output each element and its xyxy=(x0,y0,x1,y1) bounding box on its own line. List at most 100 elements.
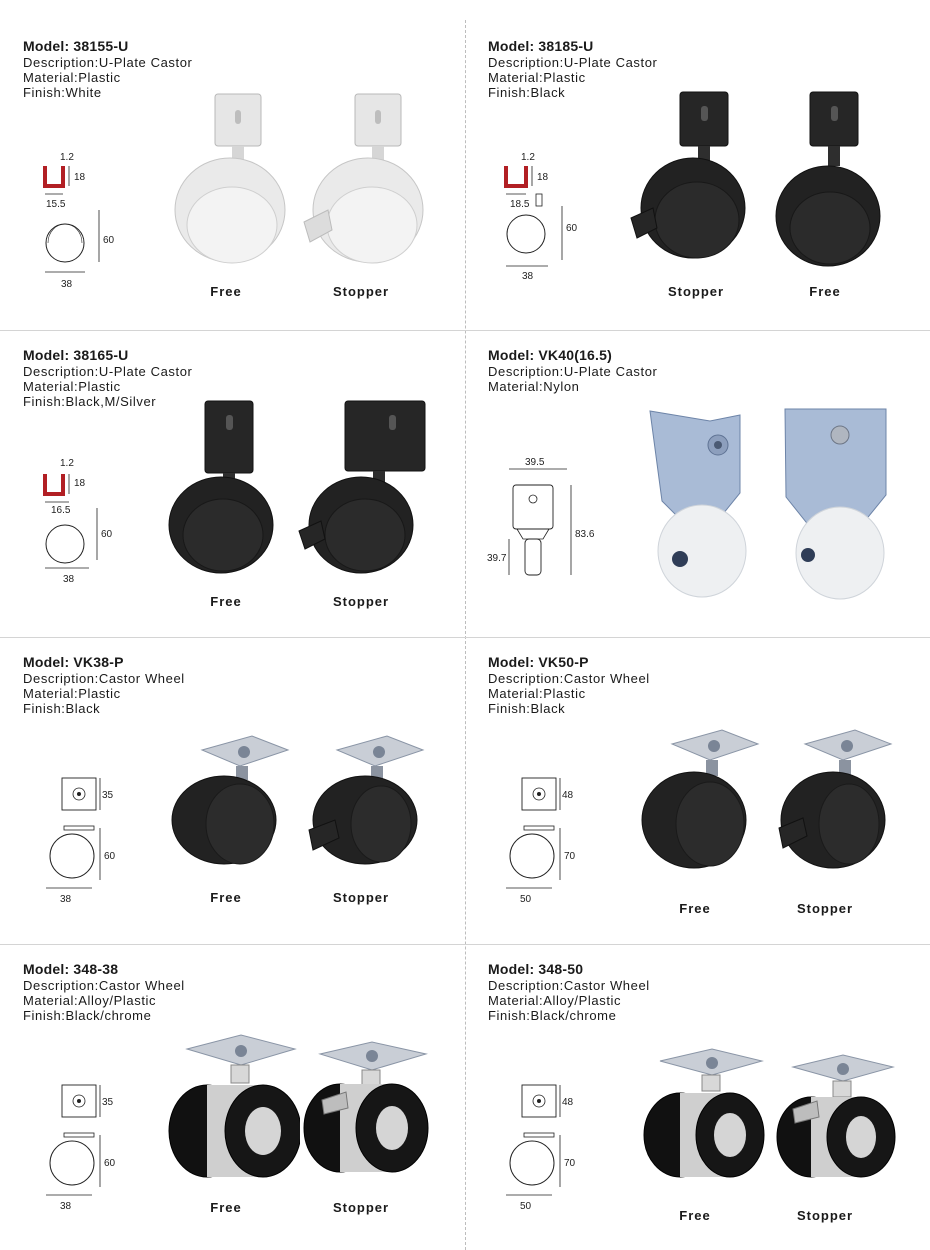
material: Material:Plastic xyxy=(488,686,586,701)
description: Description:Castor Wheel xyxy=(23,671,185,686)
product-card-38165-u: Model: 38165-U Description:U-Plate Casto… xyxy=(0,331,465,637)
dim-top: 1.2 xyxy=(60,458,74,469)
castor-photo-stopper xyxy=(300,1040,430,1190)
caption-right: Stopper xyxy=(332,890,390,905)
model-title: Model: VK50-P xyxy=(488,654,589,670)
dimension-drawing: 1.2 18 18.5 60 38 xyxy=(500,148,590,286)
dim-u-height: 18 xyxy=(74,172,86,183)
dim-width: 38 xyxy=(60,1201,72,1212)
dim-width: 38 xyxy=(522,271,534,282)
material: Material:Nylon xyxy=(488,379,580,394)
model-title: Model: 348-50 xyxy=(488,961,584,977)
product-card-38155-u: Model: 38155-U Description:U-Plate Casto… xyxy=(0,0,465,330)
dim-u-width: 15.5 xyxy=(46,199,66,210)
castor-photo-stopper xyxy=(305,734,430,869)
product-card-vk38-p: Model: VK38-P Description:Castor Wheel M… xyxy=(0,638,465,944)
caption-left: Free xyxy=(679,1208,711,1223)
finish: Finish:Black/chrome xyxy=(23,1008,152,1023)
castor-photo-free xyxy=(170,90,295,270)
finish: Finish:Black,M/Silver xyxy=(23,394,157,409)
product-info: Model: VK50-P Description:Castor Wheel M… xyxy=(488,654,650,716)
row-divider xyxy=(0,637,930,638)
material: Material:Plastic xyxy=(23,379,121,394)
caption-right: Stopper xyxy=(796,1208,854,1223)
description: Description:U-Plate Castor xyxy=(23,55,193,70)
castor-photo-stopper xyxy=(295,397,430,577)
finish: Finish:Black/chrome xyxy=(488,1008,617,1023)
dim-u-height: 18 xyxy=(74,478,86,489)
dim-low: 39.7 xyxy=(487,553,507,564)
description: Description:Castor Wheel xyxy=(488,671,650,686)
product-info: Model: VK38-P Description:Castor Wheel M… xyxy=(23,654,185,716)
dim-u-width: 18.5 xyxy=(510,199,530,210)
dim-height: 60 xyxy=(104,851,116,862)
caption-left: Free xyxy=(210,284,242,299)
dim-width: 50 xyxy=(520,1201,532,1212)
castor-photo-2 xyxy=(780,403,895,603)
dimension-drawing: 1.2 18 16.5 60 38 xyxy=(35,456,125,594)
row-divider xyxy=(0,944,930,945)
castor-photo-free xyxy=(165,397,285,577)
product-card-348-50: Model: 348-50 Description:Castor Wheel M… xyxy=(465,945,930,1250)
product-info: Model: 38155-U Description:U-Plate Casto… xyxy=(23,38,193,100)
dim-height: 70 xyxy=(564,1158,576,1169)
description: Description:U-Plate Castor xyxy=(488,55,658,70)
model-title: Model: 38185-U xyxy=(488,38,594,54)
dimension-drawing: 35 60 38 xyxy=(40,1083,130,1216)
product-info: Model: VK40(16.5) Description:U-Plate Ca… xyxy=(488,347,658,394)
model-title: Model: 38165-U xyxy=(23,347,129,363)
dimension-drawing: 35 60 38 xyxy=(40,776,130,909)
dim-height: 60 xyxy=(101,529,113,540)
dim-plate: 48 xyxy=(562,1097,574,1108)
description: Description:U-Plate Castor xyxy=(23,364,193,379)
material: Material:Alloy/Plastic xyxy=(23,993,157,1008)
product-card-vk40: Model: VK40(16.5) Description:U-Plate Ca… xyxy=(465,331,930,637)
product-info: Model: 348-38 Description:Castor Wheel M… xyxy=(23,961,185,1023)
product-info: Model: 348-50 Description:Castor Wheel M… xyxy=(488,961,650,1023)
dim-width: 38 xyxy=(63,574,75,585)
dim-width: 38 xyxy=(61,279,73,290)
material: Material:Plastic xyxy=(23,70,121,85)
caption-right: Free xyxy=(809,284,841,299)
dim-width: 50 xyxy=(520,894,532,905)
material: Material:Alloy/Plastic xyxy=(488,993,622,1008)
dim-plate: 35 xyxy=(102,790,114,801)
description: Description:Castor Wheel xyxy=(23,978,185,993)
finish: Finish:Black xyxy=(488,85,566,100)
castor-photo-stopper xyxy=(775,728,895,873)
finish: Finish:Black xyxy=(488,701,566,716)
product-card-348-38: Model: 348-38 Description:Castor Wheel M… xyxy=(0,945,465,1250)
dim-width: 39.5 xyxy=(525,457,545,468)
caption-right: Stopper xyxy=(332,284,390,299)
caption-right: Stopper xyxy=(796,901,854,916)
finish: Finish:Black xyxy=(23,701,101,716)
castor-photo-stopper xyxy=(773,1053,898,1183)
dim-height: 60 xyxy=(103,235,115,246)
product-info: Model: 38165-U Description:U-Plate Casto… xyxy=(23,347,193,409)
dim-u-height: 18 xyxy=(537,172,549,183)
dim-top: 1.2 xyxy=(521,152,535,163)
caption-left: Stopper xyxy=(667,284,725,299)
dim-plate: 35 xyxy=(102,1097,114,1108)
castor-photo-free xyxy=(170,734,295,869)
caption-right: Stopper xyxy=(332,594,390,609)
castor-photo-free xyxy=(640,728,765,873)
caption-left: Free xyxy=(210,890,242,905)
finish: Finish:White xyxy=(23,85,102,100)
dimension-drawing: 39.5 83.6 39.7 xyxy=(485,453,605,586)
dimension-drawing: 48 70 50 xyxy=(500,776,590,909)
caption-right: Stopper xyxy=(332,1200,390,1215)
material: Material:Plastic xyxy=(488,70,586,85)
dim-height: 60 xyxy=(104,1158,116,1169)
dim-top: 1.2 xyxy=(60,152,74,163)
caption-left: Free xyxy=(210,1200,242,1215)
dim-height: 70 xyxy=(564,851,576,862)
dim-height: 60 xyxy=(566,223,578,234)
description: Description:Castor Wheel xyxy=(488,978,650,993)
product-card-vk50-p: Model: VK50-P Description:Castor Wheel M… xyxy=(465,638,930,944)
dim-plate: 48 xyxy=(562,790,574,801)
castor-photo-stopper xyxy=(300,90,430,270)
castor-photo-free xyxy=(770,88,890,268)
dim-width: 38 xyxy=(60,894,72,905)
